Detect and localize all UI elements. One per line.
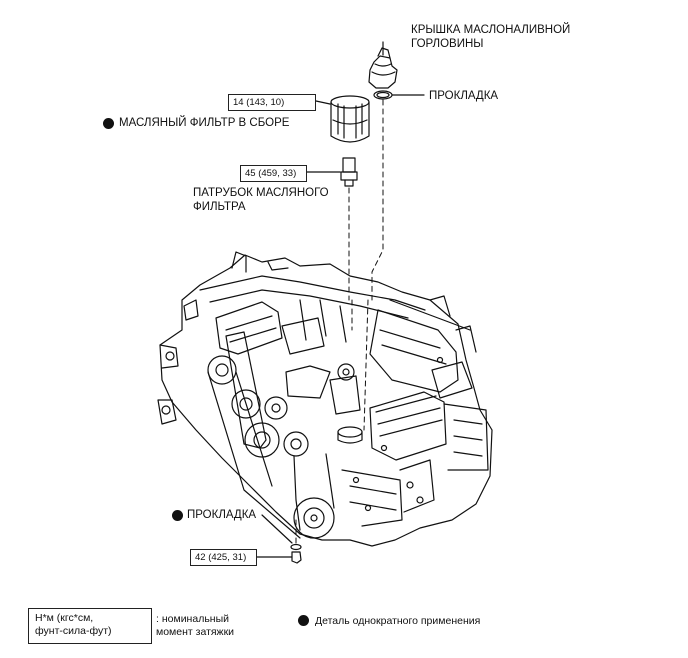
torque-drain-plug: 42 (425, 31)	[190, 549, 257, 566]
legend-torque-units: Н*м (кгс*см, фунт-сила-фут)	[28, 608, 152, 644]
oil-filler-cap-drawing	[368, 47, 398, 89]
engine-drawing	[157, 251, 493, 547]
cap-gasket-label: ПРОКЛАДКА	[429, 90, 499, 102]
drain-gasket-label: ПРОКЛАДКА	[187, 509, 257, 521]
non-reusable-marker-oil-filter	[103, 118, 114, 129]
oil-filler-cap-label: КРЫШКА МАСЛОНАЛИВНОЙ ГОРЛОВИНЫ	[411, 24, 571, 50]
legend-torque-description: : номинальный момент затяжки	[156, 613, 235, 638]
non-reusable-marker-drain-gasket	[172, 510, 183, 521]
oil-filter-drawing	[330, 95, 370, 143]
oil-filter-union-label: ПАТРУБОК МАСЛЯНОГО ФИЛЬТРА	[193, 187, 329, 213]
drain-gasket-ring	[290, 543, 302, 551]
torque-oil-filter: 14 (143, 10)	[228, 94, 316, 111]
oil-filter-union-drawing	[340, 157, 358, 187]
torque-filter-union: 45 (459, 33)	[240, 165, 307, 182]
legend-non-reusable-label: Деталь однократного применения	[315, 615, 481, 627]
oil-filter-label: МАСЛЯНЫЙ ФИЛЬТР В СБОРЕ	[119, 117, 290, 129]
legend-non-reusable-marker	[298, 615, 309, 626]
drain-plug-drawing	[291, 551, 302, 564]
